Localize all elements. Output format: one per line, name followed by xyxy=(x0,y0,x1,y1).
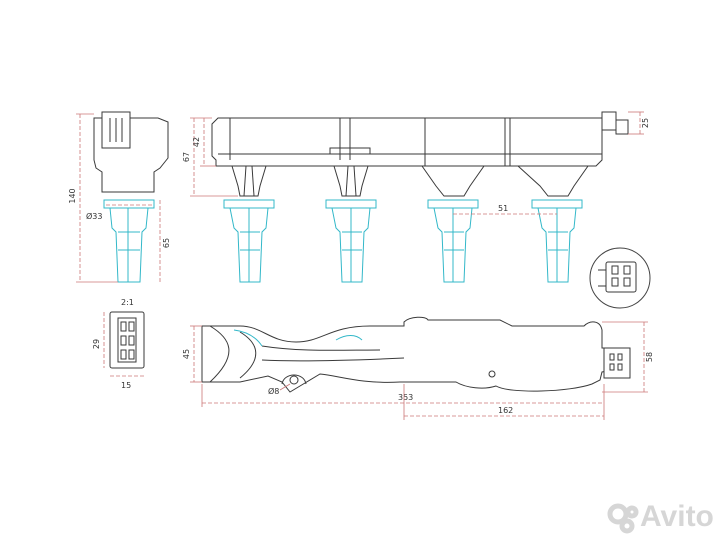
dim-diameter-8: Ø8 xyxy=(268,386,279,396)
side-view xyxy=(93,111,169,283)
dim-58: 58 xyxy=(645,352,654,362)
side-view-boot-ring xyxy=(103,199,155,209)
top-view xyxy=(201,316,631,393)
rail-body xyxy=(211,117,603,167)
coil-tower-3 xyxy=(421,165,485,283)
dim-42: 42 xyxy=(192,137,201,147)
dim-45: 45 xyxy=(182,349,191,359)
top-view-connector xyxy=(603,347,631,379)
dim-diameter-33: Ø33 xyxy=(86,211,102,221)
dim-25: 25 xyxy=(641,118,650,128)
coil-tower-4 xyxy=(516,165,589,283)
avito-watermark: Avito xyxy=(607,500,714,534)
dim-15: 15 xyxy=(121,381,131,390)
coil-tower-1 xyxy=(223,165,275,283)
watermark-text: Avito xyxy=(640,500,714,533)
side-view-boot xyxy=(109,207,149,283)
dim-29: 29 xyxy=(92,339,101,349)
mount-hole xyxy=(289,375,299,385)
top-view-body xyxy=(201,316,615,393)
connector-detail-circle xyxy=(589,247,651,309)
rail-connector xyxy=(601,111,617,131)
dim-67: 67 xyxy=(182,152,191,162)
rail-clip xyxy=(615,119,629,135)
dim-51: 51 xyxy=(498,204,508,213)
connector-scale-label: 2:1 xyxy=(121,298,134,307)
dim-65: 65 xyxy=(162,238,171,248)
connector-end-view xyxy=(109,311,145,369)
front-view xyxy=(211,111,629,283)
dim-353: 353 xyxy=(398,393,413,402)
dim-140: 140 xyxy=(68,188,77,203)
coil-tower-2 xyxy=(325,165,377,283)
dim-162: 162 xyxy=(498,406,513,415)
